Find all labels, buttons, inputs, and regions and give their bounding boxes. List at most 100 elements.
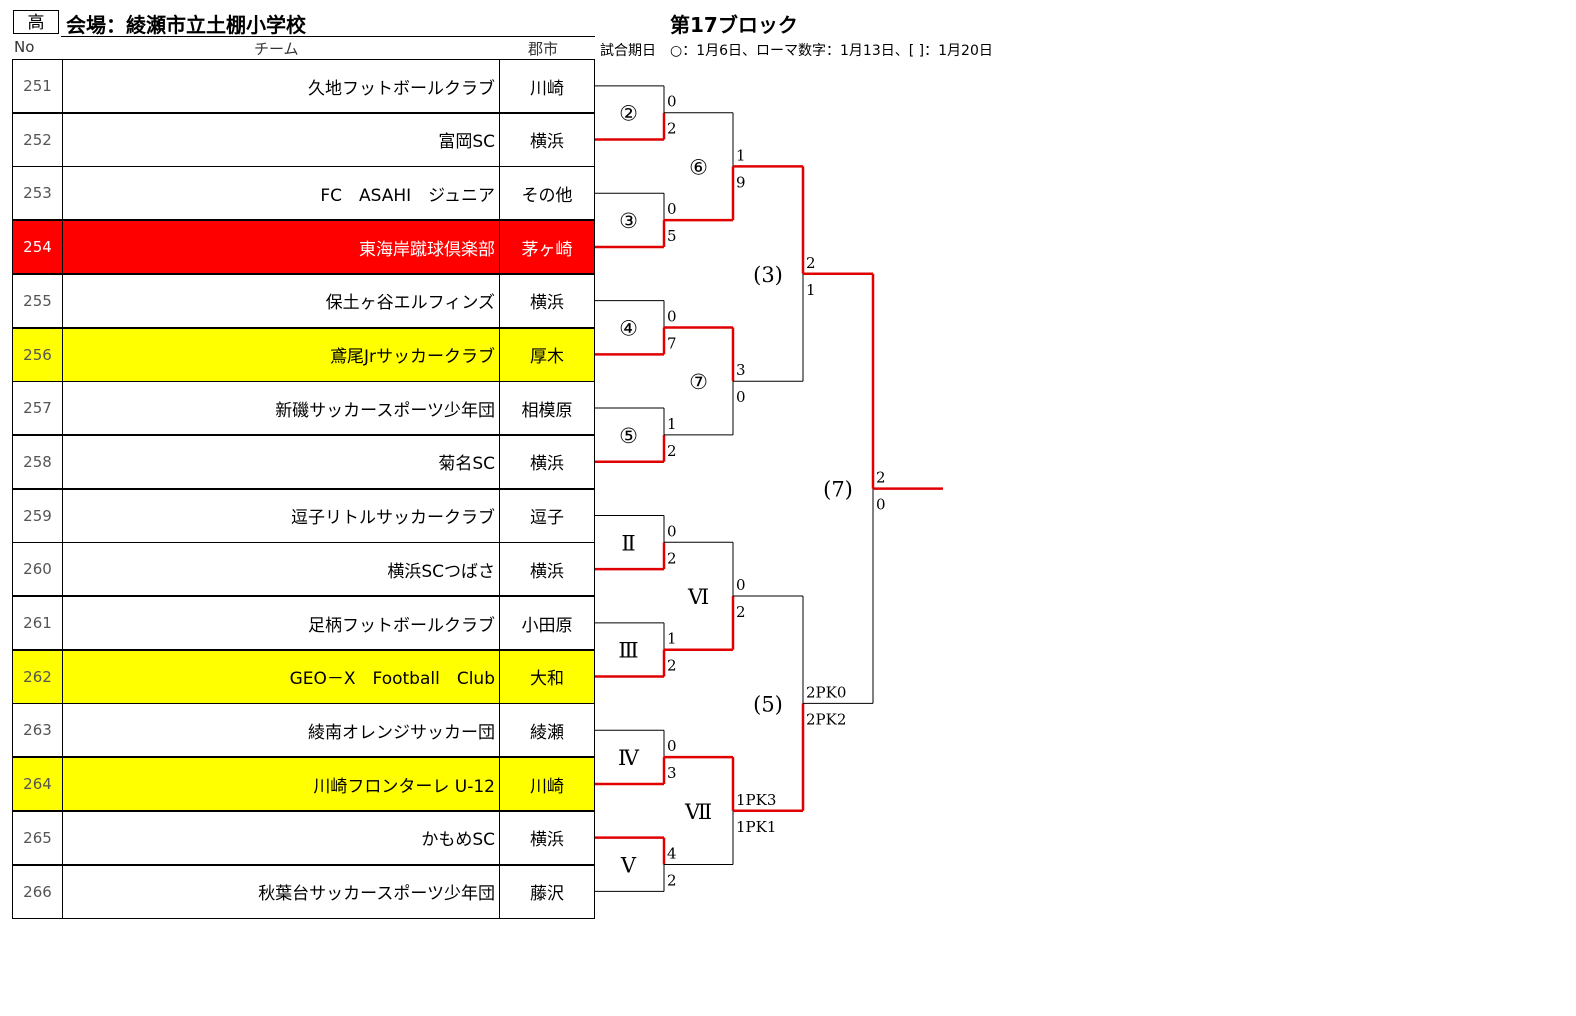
match-label: Ⅵ bbox=[687, 585, 709, 609]
team-number: 252 bbox=[13, 113, 63, 166]
match-score-bottom: 2 bbox=[667, 657, 677, 675]
match-label: (5) bbox=[753, 692, 783, 716]
match-score-bottom: 1PK1 bbox=[736, 818, 776, 836]
match-score-bottom: 0 bbox=[876, 496, 886, 514]
schedule-note: 試合期日 ○：1月6日、ローマ数字：1月13日、[ ]：1月20日 bbox=[600, 43, 993, 59]
team-name: 久地フットボールクラブ bbox=[63, 60, 500, 112]
team-name: 逗子リトルサッカークラブ bbox=[63, 489, 500, 542]
team-city: 綾瀬 bbox=[530, 722, 564, 743]
category-badge: 高 bbox=[13, 10, 59, 34]
match-label: (7) bbox=[823, 478, 853, 502]
match-score-top: 0 bbox=[667, 308, 677, 326]
team-number: 261 bbox=[13, 597, 63, 649]
match-label: ⑥ bbox=[689, 155, 708, 179]
team-city: 逗子 bbox=[530, 508, 564, 529]
team-name: 東海岸蹴球倶楽部 bbox=[63, 221, 500, 274]
match-score-top: 1 bbox=[667, 630, 677, 648]
team-number: 257 bbox=[13, 382, 63, 435]
team-number: 264 bbox=[13, 758, 63, 811]
team-name: 川崎フロンターレ U-12 bbox=[63, 758, 500, 811]
column-header-no: No bbox=[14, 38, 35, 56]
team-number: 254 bbox=[13, 221, 63, 274]
match-score-top: 1 bbox=[736, 146, 746, 164]
team-name: 保土ヶ谷エルフィンズ bbox=[63, 274, 500, 327]
team-number: 263 bbox=[13, 704, 63, 757]
team-number: 253 bbox=[13, 167, 63, 220]
column-header-city: 郡市 bbox=[528, 40, 559, 58]
match-label: Ⅱ bbox=[621, 531, 635, 555]
match-score-top: 0 bbox=[667, 737, 677, 755]
match-score-bottom: 2 bbox=[667, 120, 677, 138]
team-city: 茅ヶ崎 bbox=[521, 239, 573, 260]
team-name: 鳶尾Jrサッカークラブ bbox=[63, 328, 500, 381]
team-city: 相模原 bbox=[521, 400, 573, 421]
team-name: GEO－X Football Club bbox=[63, 650, 500, 703]
team-name: 秋葉台サッカースポーツ少年団 bbox=[63, 865, 500, 918]
team-number: 258 bbox=[13, 435, 63, 488]
header-divider bbox=[61, 36, 595, 37]
match-score-top: 1 bbox=[667, 415, 677, 433]
match-score-bottom: 1 bbox=[806, 281, 816, 299]
match-score-top: 0 bbox=[667, 93, 677, 111]
team-number: 266 bbox=[13, 865, 63, 918]
match-score-bottom: 7 bbox=[667, 335, 677, 353]
team-city: 横浜 bbox=[530, 293, 564, 314]
match-score-top: 1PK3 bbox=[736, 791, 776, 809]
team-number: 265 bbox=[13, 811, 63, 864]
match-score-top: 0 bbox=[667, 200, 677, 218]
match-label: Ⅶ bbox=[684, 800, 712, 824]
match-score-top: 3 bbox=[736, 361, 746, 379]
column-header-team: チーム bbox=[254, 40, 299, 58]
team-name: 菊名SC bbox=[63, 435, 500, 488]
match-score-top: 2PK0 bbox=[806, 683, 846, 701]
team-city: 大和 bbox=[530, 669, 564, 690]
match-label: ④ bbox=[619, 317, 638, 341]
team-city: 横浜 bbox=[530, 561, 564, 582]
team-name: 綾南オレンジサッカー団 bbox=[63, 704, 500, 757]
match-score-top: 0 bbox=[667, 522, 677, 540]
match-label: ⑤ bbox=[619, 424, 638, 448]
match-label: Ⅳ bbox=[618, 746, 640, 770]
team-name: 新磯サッカースポーツ少年団 bbox=[63, 382, 500, 435]
team-city: 横浜 bbox=[530, 132, 564, 153]
team-number: 259 bbox=[13, 489, 63, 542]
match-label: (3) bbox=[753, 263, 783, 287]
team-name: 足柄フットボールクラブ bbox=[63, 597, 500, 649]
team-name: かもめSC bbox=[63, 811, 500, 864]
match-score-bottom: 2 bbox=[667, 442, 677, 460]
match-score-bottom: 2 bbox=[667, 549, 677, 567]
team-city: 横浜 bbox=[530, 454, 564, 475]
match-label: Ⅴ bbox=[620, 854, 637, 878]
team-name: FC ASAHI ジュニア bbox=[63, 167, 500, 220]
match-label: ③ bbox=[619, 209, 638, 233]
match-label: ⑦ bbox=[689, 370, 708, 394]
match-score-top: 2 bbox=[806, 254, 816, 272]
venue-title: 会場：綾瀬市立土棚小学校 bbox=[66, 13, 306, 37]
match-score-bottom: 3 bbox=[667, 764, 677, 782]
match-score-bottom: 5 bbox=[667, 227, 677, 245]
block-title: 第17ブロック bbox=[670, 13, 798, 37]
match-label: ② bbox=[619, 102, 638, 126]
team-number: 260 bbox=[13, 543, 63, 596]
team-city: 小田原 bbox=[521, 615, 573, 636]
team-name: 横浜SCつばさ bbox=[63, 543, 500, 596]
match-score-bottom: 9 bbox=[736, 173, 746, 191]
team-name: 富岡SC bbox=[63, 113, 500, 166]
match-score-bottom: 0 bbox=[736, 388, 746, 406]
team-city: 厚木 bbox=[530, 347, 564, 367]
